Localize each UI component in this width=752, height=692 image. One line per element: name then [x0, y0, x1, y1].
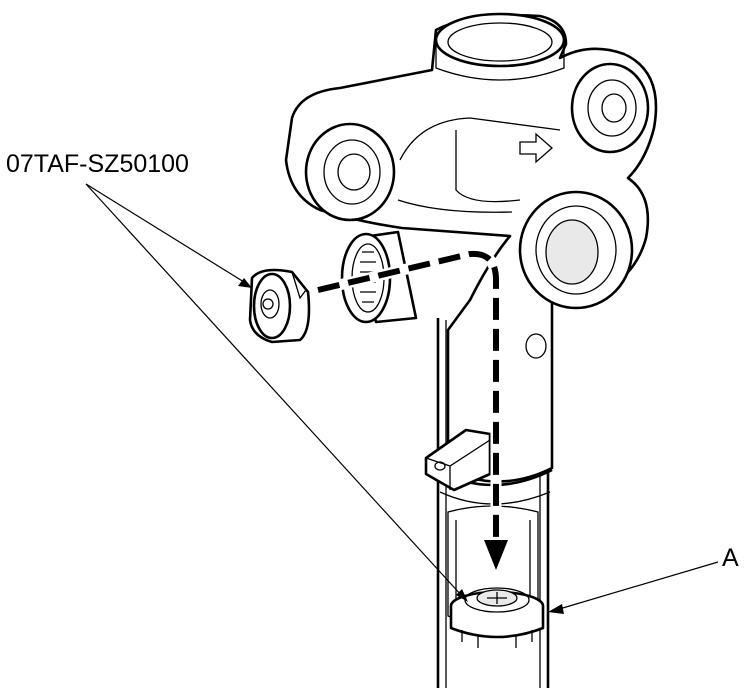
- arrowhead: [484, 540, 508, 570]
- valve-housing: [284, 12, 658, 483]
- part-a-label: A: [722, 544, 739, 572]
- special-tool-plug: [248, 268, 311, 344]
- part-a-bolt: [449, 587, 545, 648]
- part-a-leader-line: [548, 561, 719, 614]
- tool-leader-lines: [85, 183, 468, 602]
- flow-path-arrow: [316, 248, 508, 570]
- tool-number-label: 07TAF-SZ50100: [6, 150, 189, 178]
- mounting-bracket: [424, 428, 492, 492]
